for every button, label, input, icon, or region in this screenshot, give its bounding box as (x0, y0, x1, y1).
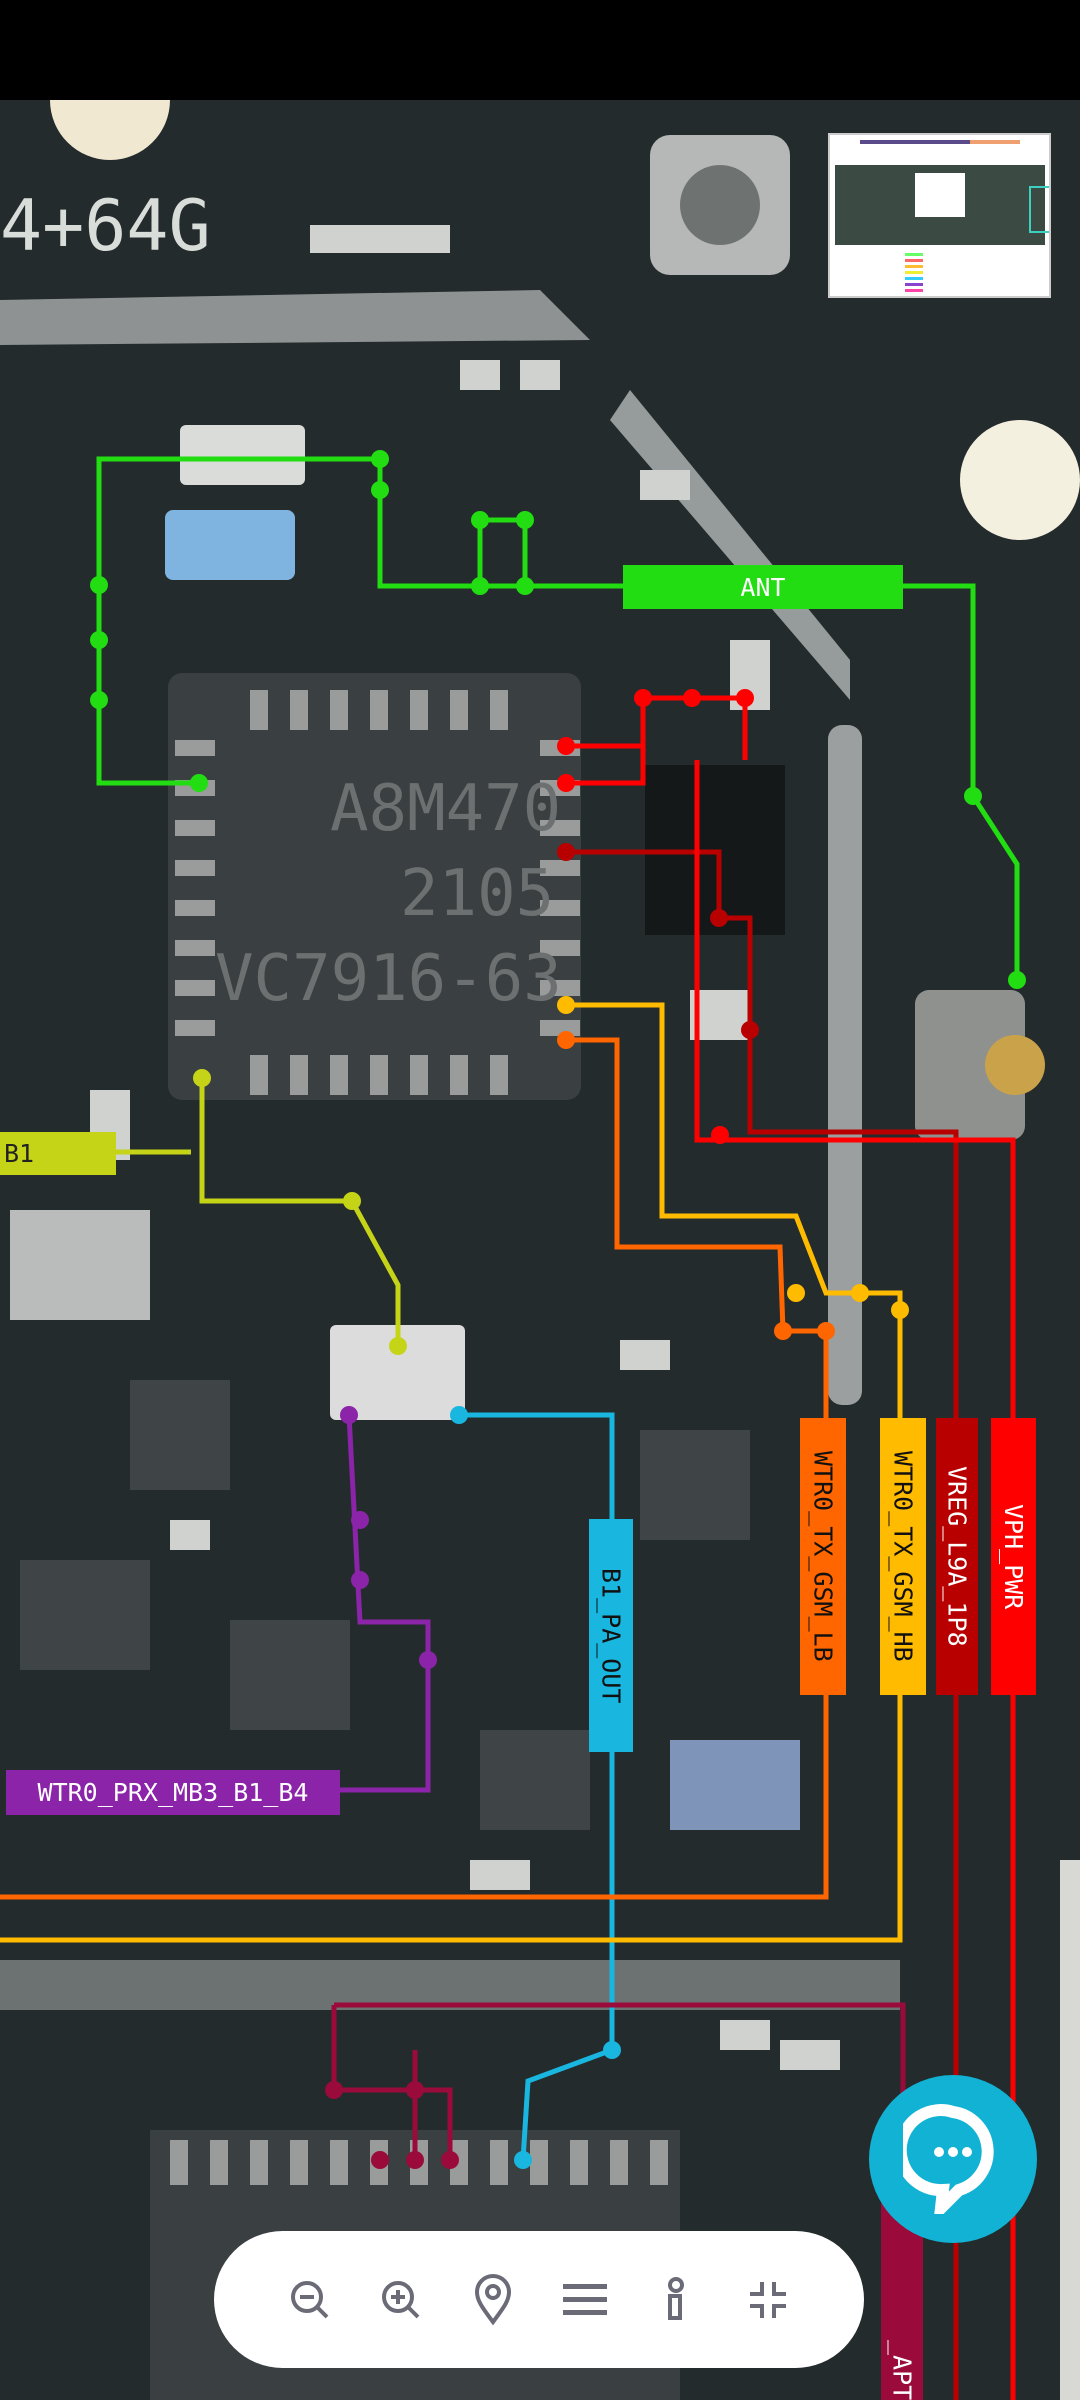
net-label-b1[interactable]: B1 (0, 1132, 116, 1175)
minimap-preview (835, 140, 1053, 292)
pcb-board-view[interactable]: 4+64G A8M470 2105 VC7916-63 (0, 100, 1080, 2400)
zoom-out-icon (290, 2280, 329, 2318)
fit-screen-button[interactable] (740, 2272, 796, 2328)
menu-button[interactable] (557, 2272, 613, 2328)
net-label-ant[interactable]: ANT (623, 565, 903, 609)
net-label-b1-pa-out[interactable]: B1_PA_OUT (589, 1519, 633, 1752)
zoom-in-icon (382, 2280, 420, 2318)
chip-marking-3: VC7916-63 (215, 942, 562, 1016)
chip-marking-2: 2105 (400, 857, 554, 931)
map-pin-icon (475, 2273, 512, 2325)
zoom-out-button[interactable] (282, 2272, 338, 2328)
status-bar (0, 0, 1080, 100)
net-label-tx-gsm-hb[interactable]: WTR0_TX_GSM_HB (880, 1418, 926, 1695)
silk-text: 4+64G (0, 185, 211, 267)
info-button[interactable] (648, 2272, 704, 2328)
hamburger-menu-icon (562, 2283, 607, 2315)
bottom-toolbar (214, 2231, 864, 2368)
chip-marking-1: A8M470 (330, 772, 561, 846)
net-label-vreg-l9a-1p8[interactable]: VREG_L9A_1P8 (936, 1418, 978, 1695)
net-label-wtr0-prx[interactable]: WTR0_PRX_MB3_B1_B4 (6, 1770, 340, 1815)
collapse-icon (750, 2281, 787, 2318)
zoom-in-button[interactable] (373, 2272, 429, 2328)
net-label-tx-gsm-lb[interactable]: WTR0_TX_GSM_LB (800, 1418, 846, 1695)
info-icon (668, 2276, 685, 2320)
net-label-vph-pwr[interactable]: VPH_PWR (991, 1418, 1036, 1695)
chat-button[interactable] (869, 2075, 1037, 2243)
board-minimap[interactable] (828, 133, 1053, 298)
chat-bubble-icon (903, 2104, 994, 2214)
location-button[interactable] (465, 2272, 521, 2328)
pcb-canvas: 4+64G A8M470 2105 VC7916-63 (0, 100, 1080, 2400)
